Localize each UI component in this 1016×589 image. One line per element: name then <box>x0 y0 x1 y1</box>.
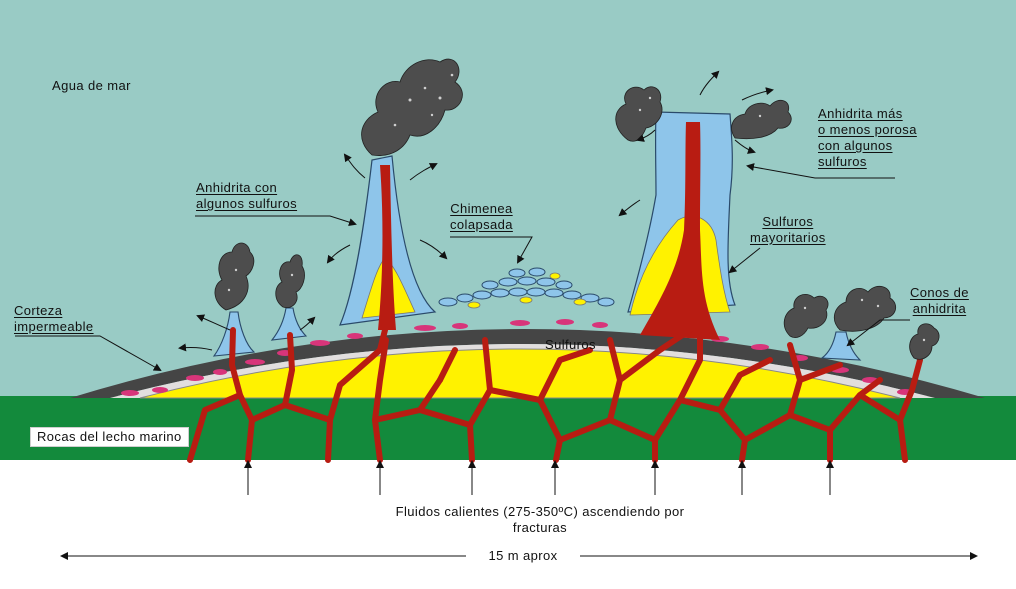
smoke-speckles <box>227 73 926 342</box>
collapsed-chimney-rubble-yellow <box>467 272 587 309</box>
upward-fluid-arrows <box>244 460 834 495</box>
label-seafloor-rocks: Rocas del lecho marino <box>30 427 189 447</box>
impermeable-crust <box>70 329 985 398</box>
crust-inner-layer <box>110 344 935 398</box>
label-sulfides: Sulfuros <box>545 337 596 352</box>
right-chimney-conduit <box>640 122 720 340</box>
collapsed-chimney-rubble <box>438 267 615 307</box>
flow-arrows <box>178 70 774 352</box>
label-seawater: Agua de mar <box>52 78 131 93</box>
label-collapsed-chimney: Chimenea colapsada <box>450 201 513 232</box>
fluid-veins <box>187 327 923 463</box>
bottom-strip <box>0 460 1016 589</box>
sulfides-mound <box>139 348 901 399</box>
label-scale: 15 m aprox <box>488 548 558 563</box>
label-porous-anhydrite: Anhidrita más o menos porosa con algunos… <box>818 106 917 169</box>
label-impermeable-crust: Corteza impermeable <box>14 303 94 334</box>
leader-lines <box>15 163 910 371</box>
label-anhydrite-some-sulfides: Anhidrita con algunos sulfuros <box>196 180 298 211</box>
smoke-plumes <box>214 58 940 360</box>
label-major-sulfides: Sulfuros mayoritarios <box>750 214 826 245</box>
left-chimney-conduit <box>378 165 396 330</box>
label-hot-fluids: Fluidos calientes (275-350ºC) ascendiend… <box>395 504 685 535</box>
label-anhydrite-cones: Conos de anhidrita <box>910 285 969 316</box>
